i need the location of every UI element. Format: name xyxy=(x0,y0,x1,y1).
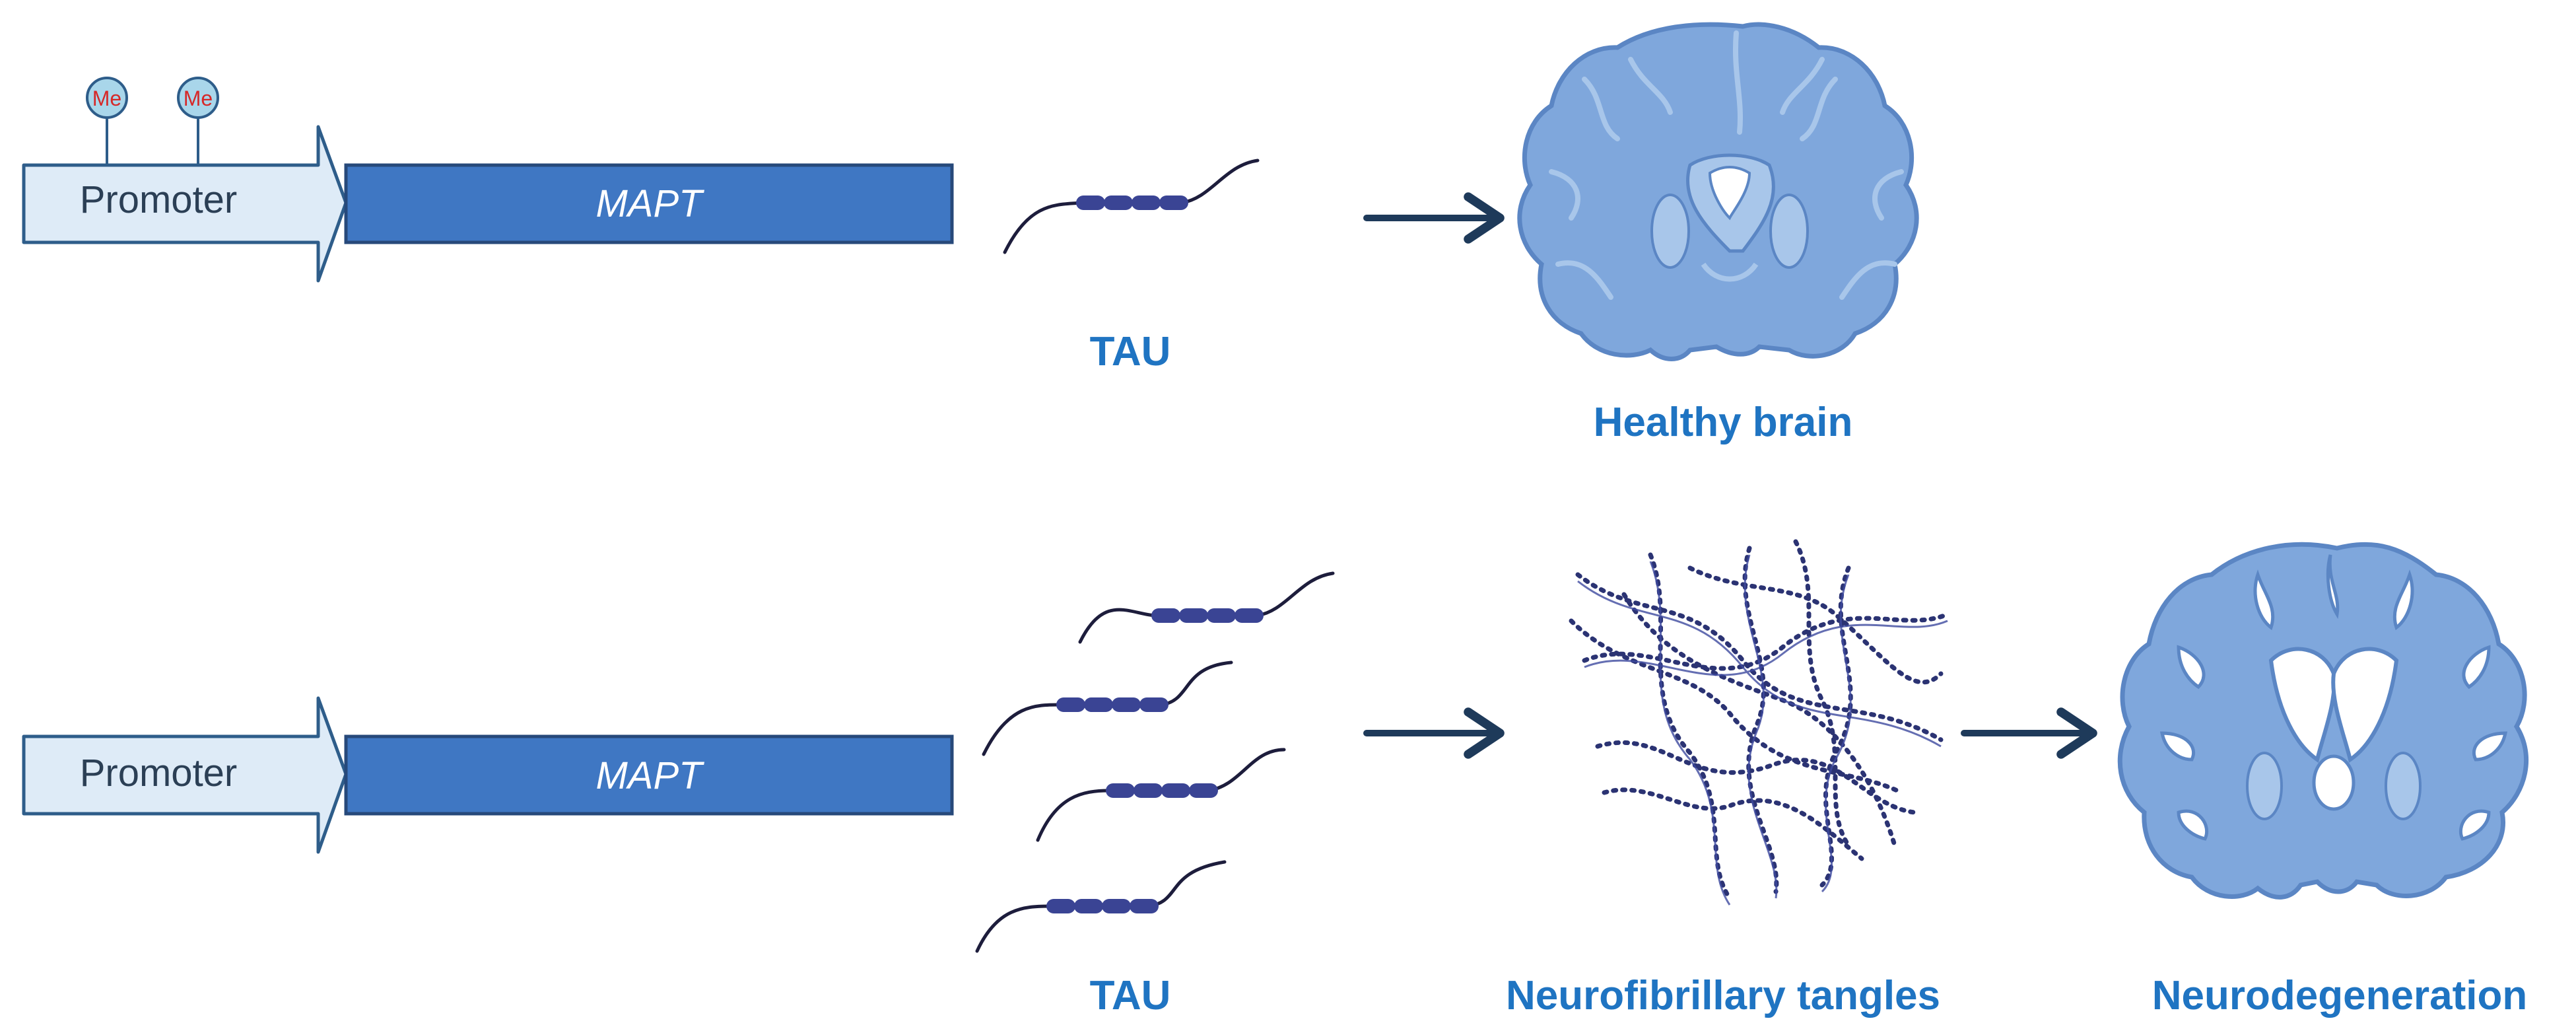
mapt-gene-label: MAPT xyxy=(595,754,704,797)
promoter-label: Promoter xyxy=(80,752,238,795)
degenerated-brain-icon xyxy=(2117,542,2529,900)
tau-protein-single xyxy=(1003,159,1260,254)
promoter-label: Promoter xyxy=(80,178,238,221)
methyl-label: Me xyxy=(92,87,121,110)
tau-protein xyxy=(1036,748,1286,842)
neurofibrillary-tangles-strands xyxy=(1577,554,1948,906)
methyl-mark-1: Me xyxy=(86,77,128,165)
neurofibrillary-tangles-icon xyxy=(1569,539,1950,901)
bottom-gene-construct: Promoter MAPT xyxy=(22,696,954,854)
promoter-arrow-shape xyxy=(22,125,348,283)
tau-label-top: TAU xyxy=(1090,329,1171,374)
mapt-gene-box xyxy=(344,163,954,244)
methyl-label: Me xyxy=(184,87,213,110)
tau-protein xyxy=(1078,571,1335,644)
mapt-gene-label: MAPT xyxy=(595,182,704,225)
methyl-mark-2: Me xyxy=(177,77,219,165)
tau-label-bottom: TAU xyxy=(1090,973,1171,1018)
tau-protein xyxy=(982,660,1233,756)
healthy-brain-label: Healthy brain xyxy=(1594,400,1853,445)
tau-protein-multiple xyxy=(975,571,1335,953)
top-gene-construct: Me Me Promoter MAPT xyxy=(22,77,954,283)
tau-protein xyxy=(975,860,1227,953)
healthy-brain-icon xyxy=(1517,22,1919,361)
tangles-label: Neurofibrillary tangles xyxy=(1506,973,1940,1018)
promoter-arrow-shape xyxy=(22,696,348,854)
neurodegeneration-label: Neurodegeneration xyxy=(2152,973,2527,1018)
mapt-gene-box xyxy=(344,734,954,816)
